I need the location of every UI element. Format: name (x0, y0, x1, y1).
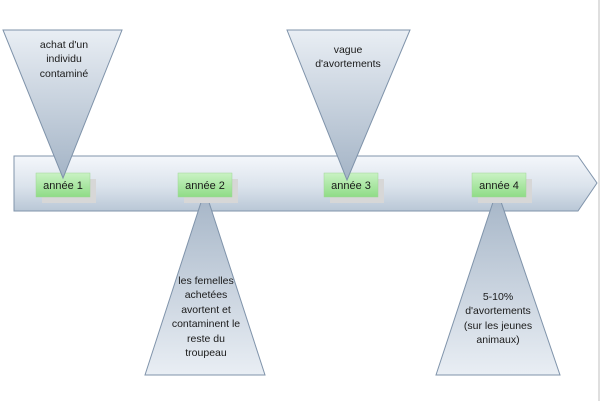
callout-text-4: 5-10% d'avortements (sur les jeunes anim… (463, 291, 533, 347)
year-label-2: année 2 (185, 180, 225, 192)
callout-triangle-1 (2, 29, 123, 180)
year-label-3: année 3 (331, 180, 371, 192)
callout-text-3: vague d'avortements (315, 44, 381, 71)
callout-triangle-3 (286, 29, 411, 182)
year-label-1: année 1 (43, 180, 83, 192)
callout-text-2: les femelles achetées avortent et contam… (171, 275, 241, 360)
year-box-2: année 2 (177, 172, 238, 203)
year-box-1: année 1 (35, 172, 96, 203)
callout-text-1: achat d'un individu contaminé (39, 39, 89, 80)
year-box-4: année 4 (471, 172, 532, 203)
year-box-3: année 3 (323, 172, 384, 203)
callout-triangle-4 (435, 188, 561, 376)
timeline-arrow (13, 155, 598, 212)
year-label-4: année 4 (479, 180, 519, 192)
callout-triangle-2 (144, 188, 266, 376)
